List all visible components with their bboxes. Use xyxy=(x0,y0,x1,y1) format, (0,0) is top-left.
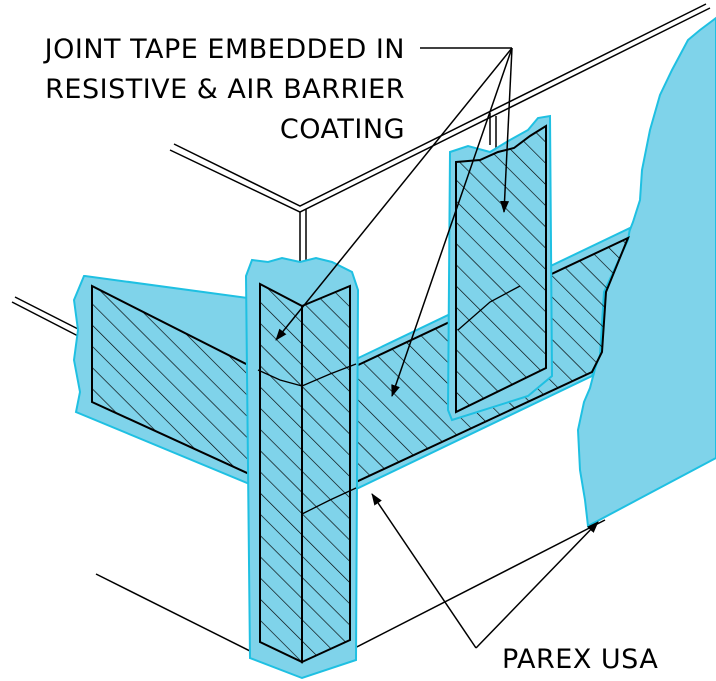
top-callout-leaders xyxy=(275,47,513,397)
callout-top-line2: RESISTIVE & AIR BARRIER xyxy=(45,74,405,105)
leader-to-corner-tape xyxy=(275,47,513,341)
left-ledge-line xyxy=(11,301,81,338)
leader-to-wall-coating xyxy=(475,521,599,649)
callout-bottom-label: PAREX USA xyxy=(502,644,658,675)
leader-to-corner-coating xyxy=(371,493,477,649)
left-ledge-line-2 xyxy=(14,296,81,331)
corner-left-face-hatch xyxy=(259,282,303,664)
upper-vertical-tape xyxy=(446,114,554,422)
joint-seam-lines xyxy=(257,285,521,515)
leader-to-upper-tape xyxy=(500,47,513,213)
bottom-callout-leaders xyxy=(371,493,599,649)
upper-vertical-tape-hatch xyxy=(455,124,547,414)
left-horizontal-tape xyxy=(72,275,263,487)
left-wall-top-edge-inner xyxy=(173,3,707,207)
callout-top-line1: JOINT TAPE EMBEDDED IN xyxy=(43,34,405,65)
leader-to-right-tape xyxy=(391,47,513,397)
corner-vertical-tape xyxy=(244,256,360,680)
corner-right-face-hatch xyxy=(301,284,351,664)
wall-outline xyxy=(11,3,711,677)
callout-top-line3: COATING xyxy=(280,114,405,145)
